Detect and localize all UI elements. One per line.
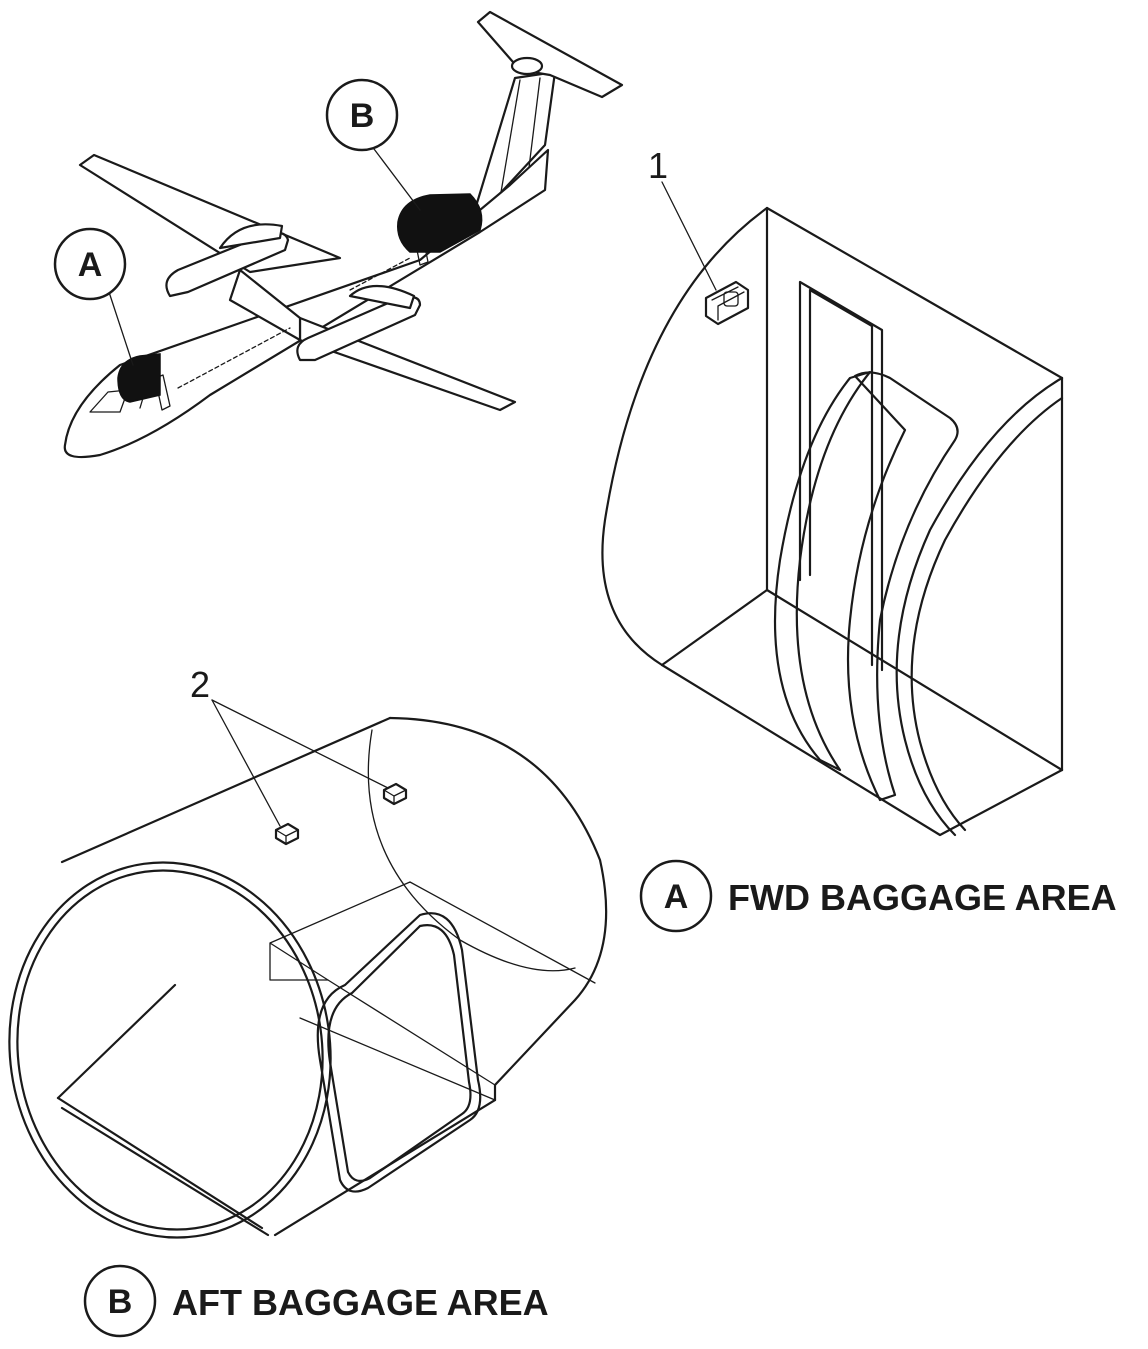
item-2-right-box-edges <box>383 789 407 805</box>
item-2-leader-left <box>211 699 281 827</box>
view-a-caption: A FWD BAGGAGE AREA <box>639 859 1117 933</box>
aft-top-skin-line <box>60 716 392 864</box>
forward-window-row <box>177 327 291 389</box>
fwd-door-panel-inner <box>846 371 959 802</box>
fuselage <box>63 148 550 459</box>
aft-rear-contour <box>388 716 608 1102</box>
aft-fuselage-front-ring-inner <box>16 869 324 1231</box>
fwd-door-frame <box>798 280 884 672</box>
aft-window-row <box>349 257 411 291</box>
callout-a-leader <box>108 291 134 366</box>
fwd-baggage-area-view: 1 <box>601 145 1064 837</box>
aft-rear-bulkhead <box>367 729 576 972</box>
view-a-title: FWD BAGGAGE AREA <box>728 877 1117 918</box>
view-b-caption: B AFT BAGGAGE AREA <box>83 1264 549 1338</box>
callout-a-letter: A <box>78 246 103 284</box>
tail-bullet <box>510 56 544 76</box>
fwd-floor-back <box>765 588 1064 772</box>
aft-door-box <box>269 881 596 984</box>
fwd-ceiling-edge <box>765 206 1064 380</box>
wing-root <box>228 268 302 342</box>
right-inboard-nacelle <box>348 285 416 310</box>
callout-b-aircraft: B <box>325 78 421 211</box>
view-b-circle <box>83 1264 157 1338</box>
item-1-component <box>704 280 750 326</box>
item-2-right-box <box>382 782 408 806</box>
aft-floor-front <box>56 1096 270 1237</box>
item-1-housing <box>704 280 750 326</box>
forward-baggage-zone-highlight <box>117 353 161 403</box>
aft-baggage-area-view: 2 <box>8 664 608 1239</box>
item-1-label: 1 <box>648 145 668 186</box>
aft-door-opening-outer <box>316 912 482 1193</box>
fwd-door-panel-outer <box>773 370 872 772</box>
item-1-window <box>723 291 739 307</box>
item-2-left-box-edges <box>275 829 299 845</box>
fwd-outer-skin <box>601 206 769 667</box>
callout-b-leader <box>370 144 421 211</box>
view-b-letter: B <box>108 1283 133 1321</box>
callout-b-circle <box>325 78 399 152</box>
callout-a-circle <box>53 227 127 301</box>
callout-a-aircraft: A <box>53 227 134 366</box>
aft-fuselage-front-ring-outer <box>8 861 332 1239</box>
item-2-leader-right <box>211 699 389 789</box>
aft-floor-left <box>56 983 177 1100</box>
view-b-title: AFT BAGGAGE AREA <box>172 1282 549 1323</box>
view-a-circle <box>639 859 713 933</box>
item-2-component-left <box>274 822 300 846</box>
callout-b-letter: B <box>350 97 375 135</box>
fwd-floor-front <box>660 663 1064 837</box>
item-2-left-box <box>274 822 300 846</box>
fwd-floor-left <box>660 588 769 667</box>
aft-door-lower-edge <box>327 979 496 1086</box>
aft-baggage-zone-highlight <box>397 193 483 253</box>
fwd-skin-rim <box>895 376 1064 837</box>
item-2-component-right <box>382 782 408 806</box>
aft-door-sill <box>299 1017 496 1101</box>
view-a-letter: A <box>664 878 689 916</box>
item-1-leader <box>661 181 717 291</box>
aft-door-opening-inner <box>327 924 472 1183</box>
item-2-label: 2 <box>190 664 210 705</box>
aircraft-overview <box>63 10 624 459</box>
left-outboard-nacelle <box>218 223 284 250</box>
